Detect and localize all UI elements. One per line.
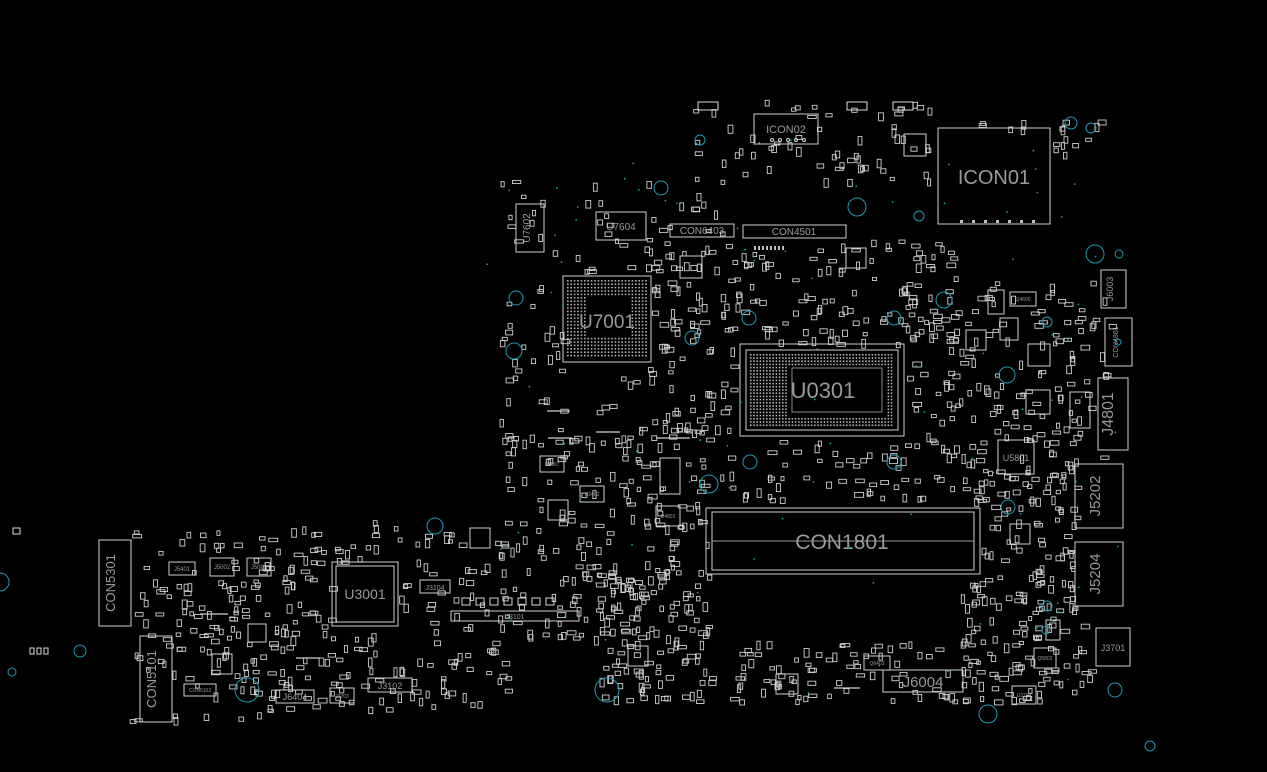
q5802-label: Q5802 bbox=[1037, 656, 1052, 662]
con5301-component[interactable]: CON5301 bbox=[98, 539, 132, 627]
j3701-component[interactable]: J3701 bbox=[1095, 627, 1131, 667]
u3001-component[interactable]: U3001 bbox=[331, 561, 399, 627]
icon01-label: ICON01 bbox=[958, 167, 1030, 189]
j3102-label: J3102 bbox=[378, 681, 403, 691]
j3104-component[interactable]: J3104 bbox=[419, 579, 451, 594]
j6003-label: J6003 bbox=[1105, 277, 1115, 302]
j5202-label: J5202 bbox=[1087, 476, 1104, 517]
q6403-component[interactable]: Q6403 bbox=[863, 655, 891, 671]
u0301-component[interactable]: U0301 bbox=[739, 343, 905, 437]
j5401-label: J5401 bbox=[174, 567, 191, 573]
j4801-label: J4801 bbox=[1100, 392, 1117, 436]
u7001-component[interactable]: U7001 bbox=[562, 275, 652, 363]
u7001-bga-pads bbox=[567, 280, 647, 357]
j5002-component[interactable]: J5002 bbox=[209, 557, 235, 577]
u7602-label: U7602 bbox=[522, 213, 533, 243]
con1801-component[interactable]: CON1801 bbox=[705, 507, 981, 575]
j3703-label: J3703 bbox=[335, 694, 349, 700]
j5401-component[interactable]: J5401 bbox=[168, 561, 196, 576]
u2807-component[interactable]: U2807 bbox=[539, 455, 565, 473]
via-holes bbox=[0, 116, 1156, 752]
icon01-component[interactable]: ICON01 bbox=[937, 127, 1051, 225]
j5204-label: J5204 bbox=[1087, 554, 1104, 595]
q4600-component[interactable]: Q4600 bbox=[1009, 291, 1037, 307]
u2807-label: U2807 bbox=[545, 462, 560, 468]
u0301-label: U0301 bbox=[791, 378, 856, 403]
u2403-component[interactable]: U2403 bbox=[579, 485, 605, 503]
con5102-label: CON5102 bbox=[189, 688, 211, 694]
j6404-label: J6404 bbox=[283, 692, 308, 702]
u2403-label: U2403 bbox=[585, 492, 600, 498]
q6403-label: Q6403 bbox=[869, 661, 884, 667]
con4801-label: CON4801 bbox=[1113, 326, 1120, 357]
u7001-label: U7001 bbox=[579, 312, 635, 333]
con6403-label: CON6403 bbox=[680, 226, 725, 237]
con4501-component[interactable]: CON4501 bbox=[742, 224, 847, 250]
con4801-component[interactable]: CON4801 bbox=[1104, 317, 1133, 367]
j5002-label: J5002 bbox=[214, 565, 231, 571]
u0301-bga-pads bbox=[750, 354, 893, 426]
u7604-label: U7604 bbox=[606, 222, 636, 233]
j5001-label: J5001 bbox=[251, 565, 268, 571]
u3702-label: U3702 bbox=[1017, 693, 1032, 699]
u5801-component[interactable]: U5801 bbox=[997, 439, 1035, 475]
con5102-component[interactable]: CON5102 bbox=[183, 683, 217, 697]
j3701-label: J3701 bbox=[1101, 643, 1126, 653]
j6004-label: J6004 bbox=[903, 674, 944, 691]
passive-components bbox=[12, 99, 1117, 726]
icon02-label: ICON02 bbox=[766, 124, 806, 136]
u3001-label: U3001 bbox=[344, 586, 385, 602]
q4600-label: Q4600 bbox=[1015, 297, 1030, 303]
u4801-label: U4801 bbox=[661, 514, 676, 520]
con6403-component[interactable]: CON6403 bbox=[669, 223, 735, 238]
u3702-component[interactable]: U3702 bbox=[1011, 685, 1037, 705]
j6004-component[interactable]: J6004 bbox=[882, 669, 964, 693]
u5801-label: U5801 bbox=[1003, 453, 1030, 463]
j6003-component[interactable]: J6003 bbox=[1100, 269, 1127, 309]
j5204-component[interactable]: J5204 bbox=[1074, 541, 1124, 607]
j5202-component[interactable]: J5202 bbox=[1074, 463, 1124, 529]
con1801-label: CON1801 bbox=[795, 531, 888, 554]
con5301-label: CON5301 bbox=[103, 554, 118, 612]
u7604-component[interactable]: U7604 bbox=[595, 211, 647, 241]
j3104-label: J3104 bbox=[425, 585, 444, 592]
con5101-label: CON5101 bbox=[144, 650, 159, 708]
q5802-component[interactable]: Q5802 bbox=[1033, 647, 1057, 669]
j3101-label: J3101 bbox=[505, 614, 524, 621]
con4501-label: CON4501 bbox=[772, 227, 817, 238]
icon02-component[interactable]: ICON02 bbox=[753, 113, 819, 145]
